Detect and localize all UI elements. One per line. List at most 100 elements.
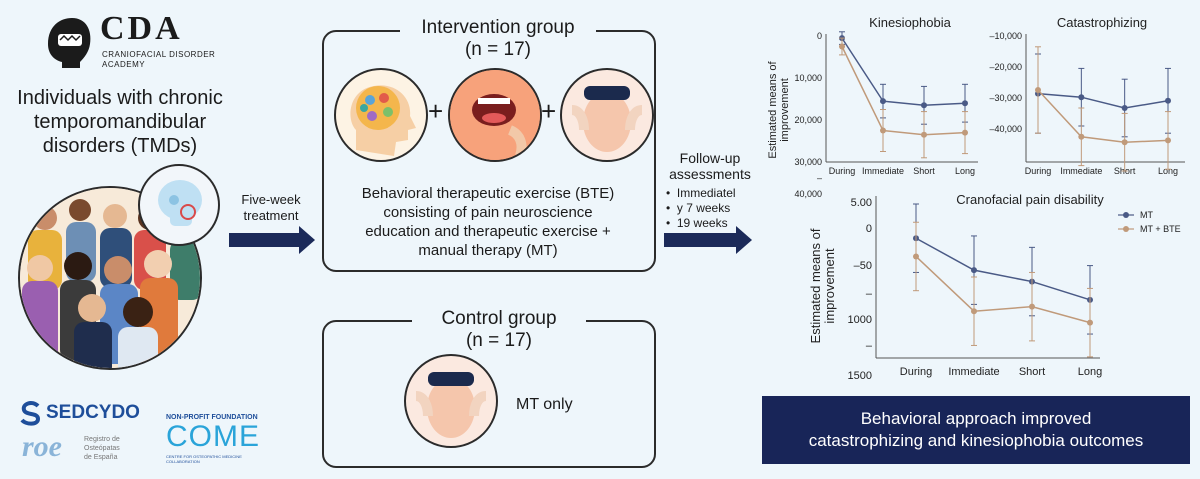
y-tick-label: –20,000 bbox=[989, 62, 1022, 72]
control-title: Control group (n = 17) bbox=[412, 308, 586, 352]
x-tick-label: During bbox=[829, 166, 856, 176]
svg-text:improvement: improvement bbox=[822, 248, 837, 324]
data-point bbox=[913, 253, 919, 260]
followup-list: • Immediatel • y 7 weeks • 19 weeks bbox=[666, 186, 736, 231]
legend-mt-label: MT bbox=[1140, 210, 1153, 220]
series-line bbox=[1037, 89, 1169, 143]
population-line1: Individuals with chronic bbox=[17, 87, 223, 109]
kinesiophobia-ylabel: Estimated means of improvement bbox=[767, 60, 791, 158]
catastrophizing-title: Catastrophizing bbox=[1057, 15, 1147, 30]
data-point bbox=[1078, 133, 1085, 140]
skull-tmj-illustration bbox=[138, 164, 220, 246]
skull-icon bbox=[158, 180, 202, 226]
kinesiophobia-title: Kinesiophobia bbox=[869, 15, 951, 30]
conclusion-line2: catastrophizing and kinesiophobia outcom… bbox=[808, 431, 1144, 450]
legend-mtbte-label: MT + BTE bbox=[1140, 224, 1181, 234]
y-tick-label: 0 bbox=[817, 31, 822, 41]
data-point bbox=[962, 100, 968, 107]
come-logo: NON-PROFIT FOUNDATION COME CENTRE FOR OS… bbox=[166, 414, 266, 464]
x-tick-label: Short bbox=[913, 166, 935, 176]
series-line bbox=[841, 37, 966, 107]
intervention-desc-line3: education and therapeutic exercise + bbox=[365, 223, 611, 240]
followup-title-line2: assessments bbox=[669, 166, 751, 182]
x-tick-label: Immediate bbox=[1060, 166, 1102, 176]
sedcydo-text: SEDCYDO bbox=[46, 402, 140, 423]
y-tick-label: – bbox=[817, 173, 822, 183]
treatment-label-line2: treatment bbox=[243, 208, 299, 223]
y-tick-label: 1000 bbox=[848, 314, 872, 326]
series-line bbox=[841, 46, 966, 136]
series-line bbox=[915, 255, 1091, 324]
y-tick-label: –40,000 bbox=[989, 124, 1022, 134]
y-tick-label: 30,000 bbox=[794, 157, 822, 167]
data-point bbox=[1035, 87, 1041, 93]
treatment-label: Five-week treatment bbox=[226, 192, 316, 224]
kinesiophobia-chart: Kinesiophobia Estimated means of improve… bbox=[767, 15, 978, 199]
x-tick-label: During bbox=[900, 366, 932, 378]
catastrophizing-chart: Catastrophizing –10,000–20,000–30,000–40… bbox=[989, 15, 1185, 176]
data-point bbox=[971, 308, 977, 315]
come-text: COME bbox=[166, 420, 260, 453]
cda-logo-text: CDA bbox=[100, 10, 183, 47]
followup-arrow bbox=[664, 226, 752, 254]
control-n: (n = 17) bbox=[465, 330, 532, 351]
population-line2: temporomandibular bbox=[33, 111, 207, 133]
roe-sub3: de España bbox=[84, 454, 118, 461]
followup-item-1: • Immediatel bbox=[666, 186, 736, 200]
sedcydo-logo: SEDCYDO bbox=[18, 400, 148, 426]
cda-logo-sub2: ACADEMY bbox=[102, 60, 146, 69]
cda-emblem-icon bbox=[48, 18, 91, 68]
svg-text:Estimated means of: Estimated means of bbox=[767, 60, 779, 158]
control-manual-therapy-illustration bbox=[404, 354, 498, 448]
data-point bbox=[921, 102, 927, 109]
followup-item-2: • y 7 weeks bbox=[666, 201, 731, 215]
y-tick-label: 40,000 bbox=[794, 189, 822, 199]
data-point bbox=[921, 131, 927, 138]
data-point bbox=[971, 267, 977, 274]
series-line bbox=[915, 237, 1091, 301]
y-tick-label: – bbox=[866, 340, 873, 352]
x-tick-label: During bbox=[1025, 166, 1052, 176]
svg-text:Estimated means of: Estimated means of bbox=[808, 228, 823, 343]
manual-therapy-illustration bbox=[560, 68, 654, 162]
treatment-arrow bbox=[229, 226, 315, 254]
roe-text: roe bbox=[22, 430, 62, 463]
data-point bbox=[1165, 97, 1171, 104]
come-top-text: NON-PROFIT FOUNDATION bbox=[166, 414, 258, 421]
cda-logo: CDA CRANIOFACIAL DISORDER ACADEMY bbox=[40, 10, 240, 74]
sedcydo-s-icon bbox=[20, 401, 41, 426]
y-tick-label: –30,000 bbox=[989, 93, 1022, 103]
data-point bbox=[1078, 94, 1085, 101]
head-hands-icon bbox=[571, 86, 643, 152]
crowd-people-icon bbox=[20, 188, 200, 368]
intervention-desc-line1: Behavioral therapeutic exercise (BTE) bbox=[361, 185, 615, 202]
conclusion-line1: Behavioral approach improved bbox=[860, 409, 1092, 428]
intervention-desc-line4: manual therapy (MT) bbox=[418, 242, 558, 259]
data-point bbox=[962, 129, 968, 136]
series-line bbox=[1037, 92, 1169, 109]
craniofacial-title: Cranofacial pain disability bbox=[956, 192, 1104, 207]
x-tick-label: Immediate bbox=[862, 166, 904, 176]
data-point bbox=[1087, 319, 1093, 326]
y-tick-label: – bbox=[866, 288, 873, 300]
x-tick-label: Long bbox=[955, 166, 975, 176]
cda-logo-sub1: CRANIOFACIAL DISORDER bbox=[102, 50, 216, 59]
x-tick-label: Long bbox=[1078, 366, 1102, 378]
conclusion-banner: Behavioral approach improved catastrophi… bbox=[762, 396, 1190, 464]
intervention-description: Behavioral therapeutic exercise (BTE) co… bbox=[330, 184, 646, 260]
data-point bbox=[880, 98, 886, 105]
svg-text:improvement: improvement bbox=[779, 78, 791, 142]
craniofacial-disability-chart: Cranofacial pain disability Estimated me… bbox=[808, 192, 1181, 382]
x-tick-label: Short bbox=[1019, 366, 1045, 378]
plus-sign-2: + bbox=[541, 96, 557, 126]
data-point bbox=[1029, 303, 1035, 310]
control-description: MT only bbox=[516, 396, 573, 413]
intervention-desc-line2: consisting of pain neuroscience bbox=[383, 204, 593, 221]
plus-sign-1: + bbox=[428, 96, 444, 126]
mouth-illustration bbox=[448, 68, 542, 162]
intervention-title: Intervention group (n = 17) bbox=[400, 17, 596, 61]
x-tick-label: Immediate bbox=[948, 366, 999, 378]
intervention-title-text: Intervention group bbox=[421, 17, 575, 38]
y-tick-label: 5.00 bbox=[851, 197, 872, 209]
followup-title: Follow-up assessments bbox=[660, 150, 760, 182]
